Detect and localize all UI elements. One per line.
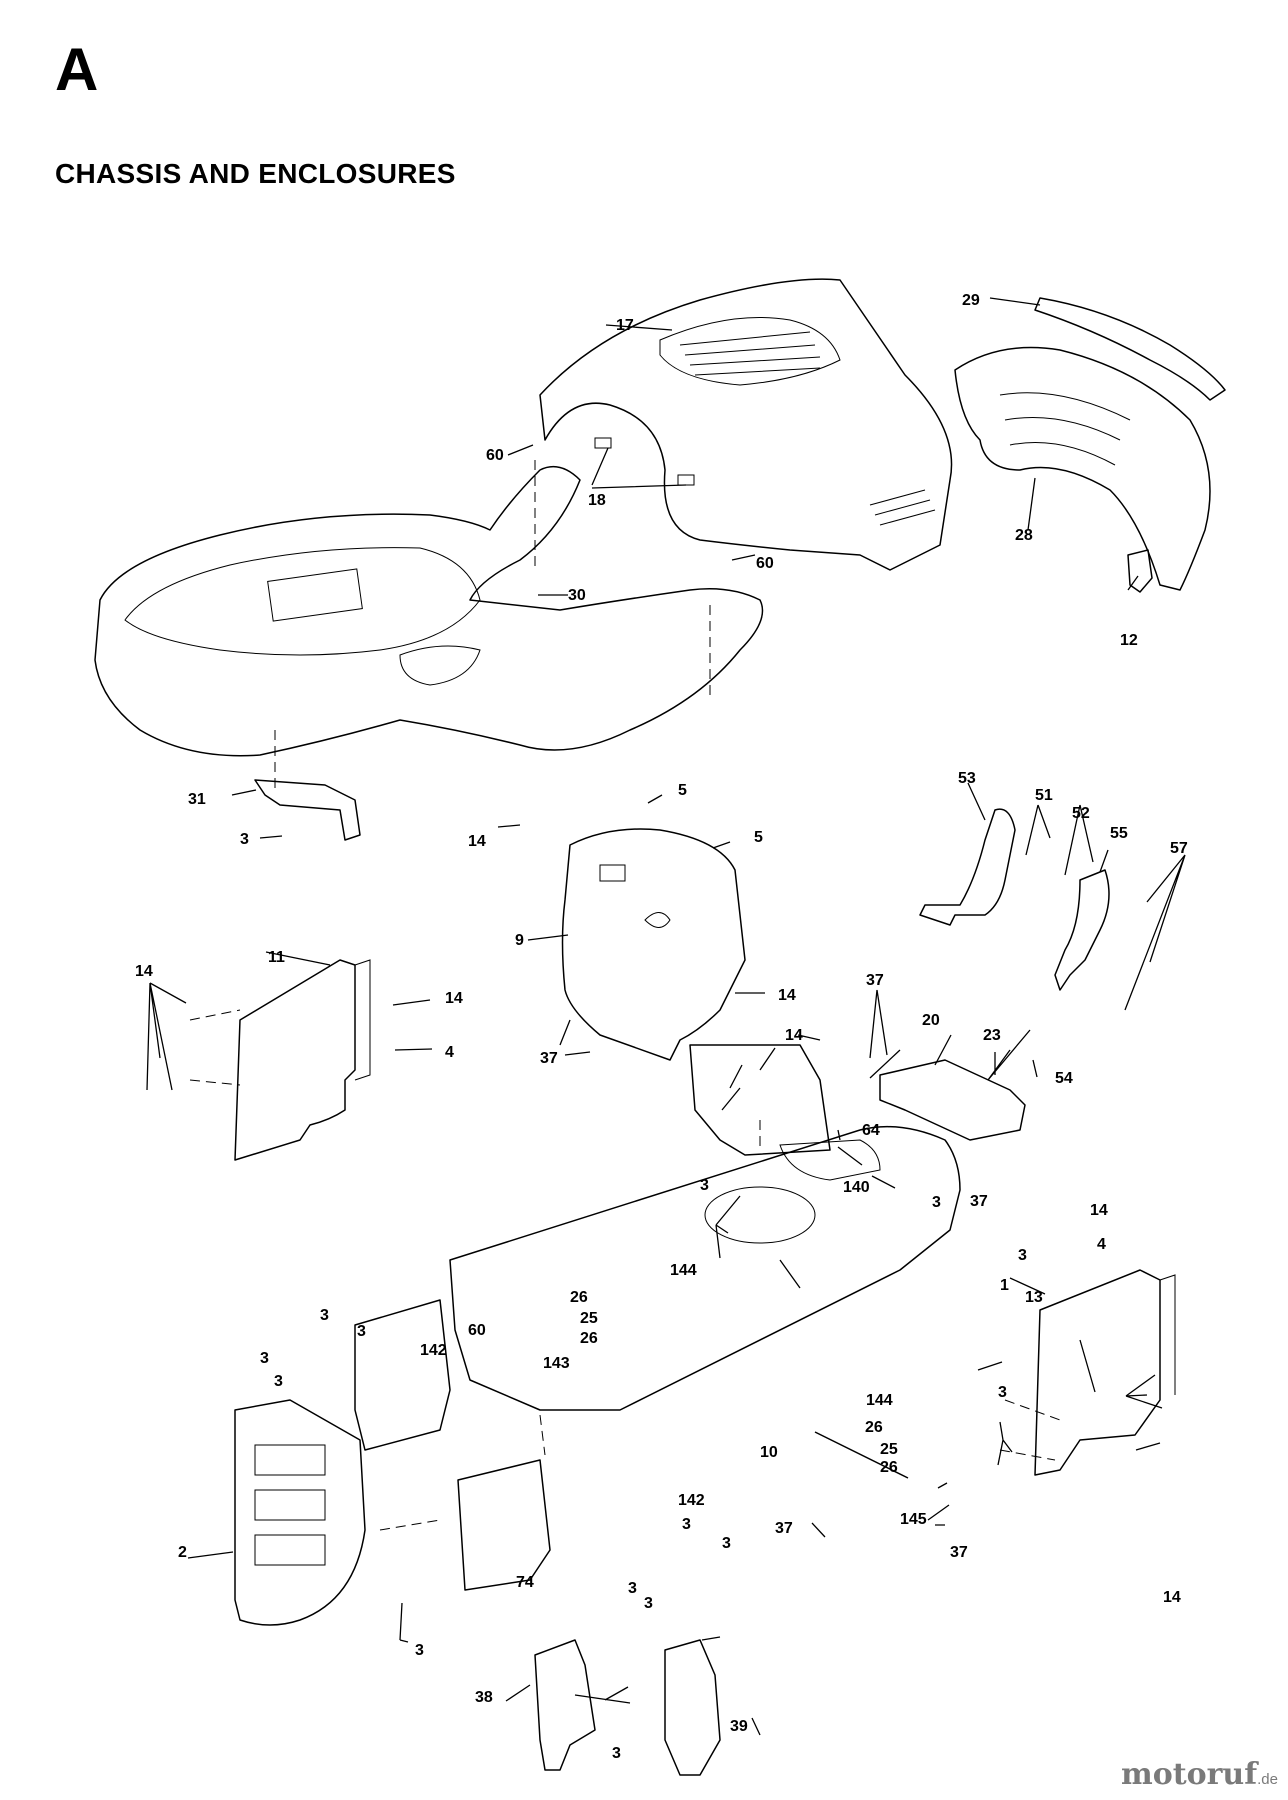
callout-3-b: 3	[700, 1177, 709, 1194]
callout-3-m: 3	[644, 1595, 653, 1612]
callout-18: 18	[588, 492, 606, 509]
callout-53: 53	[958, 770, 976, 787]
callout-14-f: 14	[1090, 1202, 1108, 1219]
callout-12: 12	[1120, 632, 1138, 649]
callout-5-a: 5	[678, 782, 687, 799]
callout-3-e: 3	[320, 1307, 329, 1324]
callout-14-a: 14	[468, 833, 486, 850]
callout-25-b: 25	[880, 1441, 898, 1458]
callout-14-d: 14	[778, 987, 796, 1004]
callout-5-b: 5	[754, 829, 763, 846]
callout-10: 10	[760, 1444, 778, 1461]
callout-54: 54	[1055, 1070, 1073, 1087]
callout-30: 30	[568, 587, 586, 604]
callout-17: 17	[616, 317, 634, 334]
callout-4-a: 4	[445, 1044, 454, 1061]
callout-51: 51	[1035, 787, 1053, 804]
callout-140: 140	[843, 1179, 870, 1196]
callout-60-a: 60	[486, 447, 504, 464]
callout-25-a: 25	[580, 1310, 598, 1327]
watermark-logo: motoruf.de	[1120, 1757, 1278, 1792]
callout-37-c: 37	[970, 1193, 988, 1210]
callout-37-b: 37	[866, 972, 884, 989]
part-hood-cap	[1034, 297, 1226, 401]
callout-13: 13	[1025, 1289, 1043, 1306]
callout-9: 9	[515, 932, 524, 949]
part-hanger-142a	[354, 1299, 451, 1451]
callout-55: 55	[1110, 825, 1128, 842]
part-dash-panel	[561, 828, 746, 1061]
callout-144-a: 144	[670, 1262, 697, 1279]
part-fender	[94, 465, 764, 757]
part-grille	[954, 346, 1211, 591]
callout-3-f: 3	[357, 1323, 366, 1340]
callout-23: 23	[983, 1027, 1001, 1044]
callout-31: 31	[188, 791, 206, 808]
callout-3-a: 3	[240, 831, 249, 848]
part-side-panel-11	[234, 959, 371, 1161]
callout-38: 38	[475, 1689, 493, 1706]
part-latch	[1127, 549, 1153, 593]
callout-1: 1	[1000, 1277, 1009, 1294]
callout-26-b: 26	[580, 1330, 598, 1347]
callout-74: 74	[516, 1574, 534, 1591]
callout-37-e: 37	[950, 1544, 968, 1561]
callout-57: 57	[1170, 840, 1188, 857]
callout-14-g: 14	[1163, 1589, 1181, 1606]
section-title: CHASSIS AND ENCLOSURES	[55, 158, 456, 189]
callout-14-e: 14	[785, 1027, 803, 1044]
callout-37-a: 37	[540, 1050, 558, 1067]
callout-3-c: 3	[932, 1194, 941, 1211]
callout-26-a: 26	[570, 1289, 588, 1306]
callout-3-d: 3	[1018, 1247, 1027, 1264]
callout-3-l: 3	[628, 1580, 637, 1597]
section-letter: A	[55, 36, 99, 103]
callout-3-h: 3	[274, 1373, 283, 1390]
part-rod-145	[814, 1431, 909, 1479]
part-bracket-38	[534, 1639, 596, 1771]
part-main-frame	[449, 1125, 961, 1411]
callout-142-a: 142	[420, 1342, 447, 1359]
callout-29: 29	[962, 292, 980, 309]
part-front-plate	[234, 1399, 366, 1626]
part-hanger-142b	[457, 1459, 551, 1591]
part-hood	[539, 278, 953, 571]
part-bracket-55	[1054, 869, 1110, 991]
callout-26-c: 26	[865, 1419, 883, 1436]
callout-28: 28	[1015, 527, 1033, 544]
callout-39: 39	[730, 1718, 748, 1735]
callout-52: 52	[1072, 805, 1090, 822]
callout-3-j: 3	[682, 1516, 691, 1533]
callout-60-c: 60	[468, 1322, 486, 1339]
callout-11: 11	[268, 949, 285, 966]
callout-20: 20	[922, 1012, 940, 1029]
callout-3-o: 3	[612, 1745, 621, 1762]
callout-37-d: 37	[775, 1520, 793, 1537]
callout-4-b: 4	[1097, 1236, 1106, 1253]
callout-143: 143	[543, 1355, 570, 1372]
callout-3-k: 3	[722, 1535, 731, 1552]
part-plate-20	[879, 1059, 1026, 1141]
part-bracket-31	[254, 779, 361, 841]
callout-144-b: 144	[866, 1392, 893, 1409]
callout-142-b: 142	[678, 1492, 705, 1509]
callout-3-n: 3	[415, 1642, 424, 1659]
callout-14-c: 14	[445, 990, 463, 1007]
callout-3-i: 3	[998, 1384, 1007, 1401]
callout-2: 2	[178, 1544, 187, 1561]
callout-64: 64	[862, 1122, 880, 1139]
callout-145: 145	[900, 1511, 927, 1528]
part-bracket-53	[919, 808, 1016, 926]
callout-14-b: 14	[135, 963, 153, 980]
part-side-panel-13	[1034, 1269, 1176, 1476]
part-bracket-39	[664, 1639, 721, 1776]
callout-3-g: 3	[260, 1350, 269, 1367]
callout-60-b: 60	[756, 555, 774, 572]
callout-26-d: 26	[880, 1459, 898, 1476]
